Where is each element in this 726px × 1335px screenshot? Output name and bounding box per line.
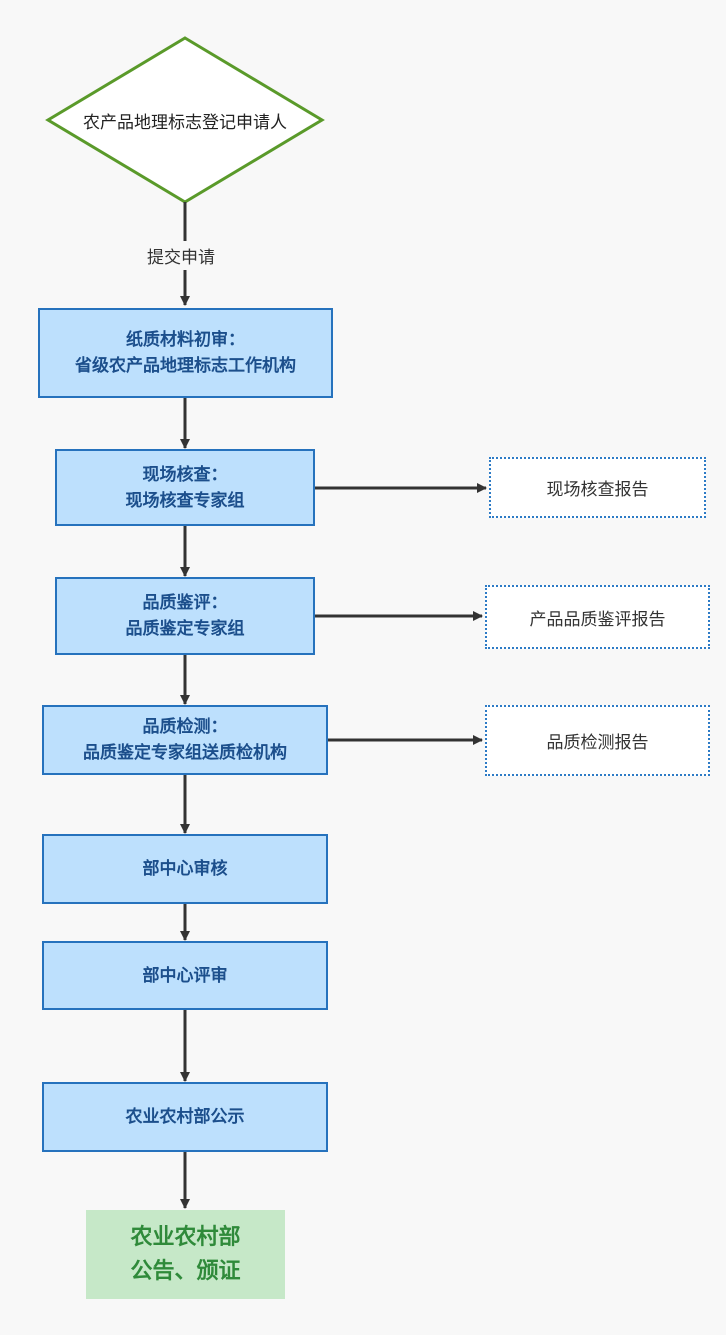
center-audit-node: 部中心审核 (42, 834, 328, 904)
quality-test-node: 品质检测： 品质鉴定专家组送质检机构 (42, 705, 328, 775)
quality-eval-owner: 品质鉴定专家组 (125, 619, 245, 639)
final-line-2: 公告、颁证 (130, 1258, 241, 1284)
site-check-report-label: 现场核查报告 (546, 480, 649, 500)
quality-eval-report: 产品品质鉴评报告 (485, 585, 710, 649)
center-audit-label: 部中心审核 (142, 859, 228, 879)
final-node: 农业农村部 公告、颁证 (86, 1210, 285, 1299)
applicant-label: 农产品地理标志登记申请人 (83, 113, 287, 133)
ministry-publicity-label: 农业农村部公示 (125, 1107, 245, 1127)
submit-label: 提交申请 (145, 241, 217, 270)
quality-eval-node: 品质鉴评： 品质鉴定专家组 (55, 577, 315, 655)
site-check-node: 现场核查： 现场核查专家组 (55, 449, 315, 526)
final-line-1: 农业农村部 (130, 1224, 241, 1250)
site-check-title: 现场核查： (142, 464, 228, 485)
center-review-node: 部中心评审 (42, 941, 328, 1010)
quality-test-owner: 品质鉴定专家组送质检机构 (83, 743, 287, 763)
site-check-owner: 现场核查专家组 (125, 490, 245, 511)
center-review-label: 部中心评审 (142, 965, 228, 986)
paper-review-title: 纸质材料初审： (126, 330, 245, 350)
paper-review-owner: 省级农产品地理标志工作机构 (75, 356, 296, 376)
quality-test-title: 品质检测： (142, 717, 228, 737)
paper-review-node: 纸质材料初审： 省级农产品地理标志工作机构 (38, 308, 333, 398)
site-check-report: 现场核查报告 (489, 457, 706, 518)
quality-eval-report-label: 产品品质鉴评报告 (529, 609, 666, 630)
quality-eval-title: 品质鉴评： (142, 593, 228, 613)
quality-test-report: 品质检测报告 (485, 705, 710, 776)
quality-test-report-label: 品质检测报告 (546, 733, 649, 753)
ministry-publicity-node: 农业农村部公示 (42, 1082, 328, 1152)
